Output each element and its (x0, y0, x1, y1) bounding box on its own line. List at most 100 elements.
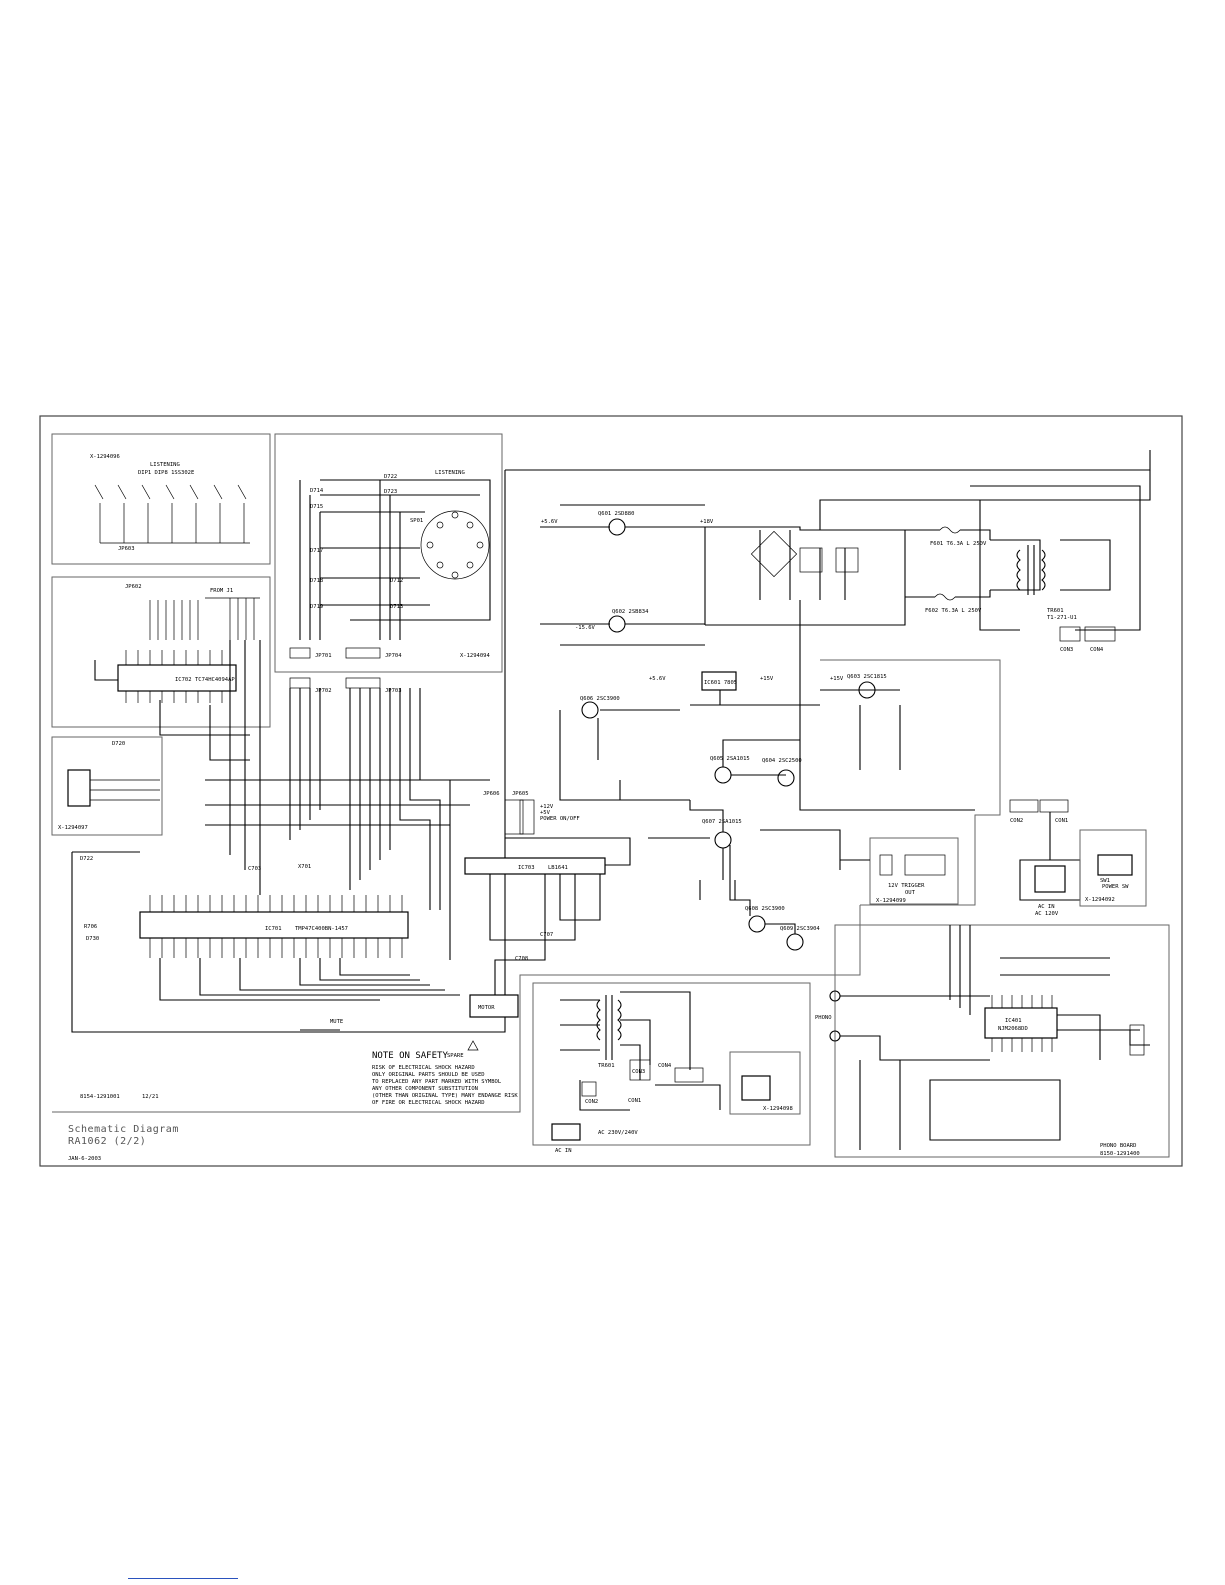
safety-symbol: SPARE (447, 1053, 464, 1059)
svg-text:D723: D723 (384, 489, 397, 495)
safety-note: NOTE ON SAFETY SPARE RISK OF ELECTRICAL … (372, 1040, 518, 1106)
q608-label: Q608 2SC3900 (745, 906, 785, 912)
drawing-frame (39, 415, 1183, 1167)
ic703-part: LB1641 (548, 865, 568, 871)
svg-text:D717: D717 (310, 548, 323, 554)
safety-line-3: TO REPLACED ANY PART MARKED WITH SYMBOL (372, 1079, 502, 1085)
board-id-trigger: X-1294099 (876, 898, 906, 904)
jp connectors mid: POWER ON/OFF +12V +5V JP606 JP605 (483, 791, 580, 835)
power-sw-label1: SW1 (1100, 878, 1110, 884)
con2-label: CON2 (1010, 818, 1023, 824)
svg-text:JP606: JP606 (483, 791, 500, 797)
svg-text:JP703: JP703 (385, 688, 402, 694)
q607-label: Q607 2SA1015 (702, 819, 742, 825)
svg-text:+5V: +5V (540, 810, 551, 816)
svg-text:D715: D715 (310, 504, 323, 510)
phono-id: 8150-1291400 (1100, 1151, 1140, 1157)
svg-text:D720: D720 (112, 741, 125, 747)
ic702-chip (117, 664, 237, 692)
fuse-1-label: F601 T6.3A L 250V (930, 541, 987, 547)
schematic-title: Schematic Diagram (68, 1124, 179, 1135)
safety-line-2: ONLY ORIGINAL PARTS SHOULD BE USED (372, 1072, 485, 1078)
power-switch-board: SW1 POWER SW X-1294092 (1079, 829, 1147, 907)
power-on-off-label: POWER ON/OFF (540, 816, 580, 822)
drawing-rev: 12/21 (142, 1094, 159, 1100)
ic701-ref: IC701 (265, 926, 282, 932)
transformer-ref: TR601 (1047, 608, 1064, 614)
q606-label: Q606 2SC3900 (580, 696, 620, 702)
con1-label: CON1 (1055, 818, 1068, 824)
board-title-listening-top: LISTENING (150, 462, 180, 468)
trigger-label2: OUT (905, 890, 916, 896)
vs-con2: CON2 (585, 1099, 598, 1105)
safety-line-5: (OTHER THAN ORIGINAL TYPE) MANY ENDANGE … (372, 1093, 518, 1099)
svg-text:D718: D718 (310, 578, 323, 584)
svg-text:R706: R706 (84, 924, 97, 930)
con3-label: CON3 (1060, 647, 1073, 653)
svg-text:JP701: JP701 (315, 653, 332, 659)
mute-switch: MUTE (300, 1019, 343, 1031)
regulator-label: IC601 7805 (704, 680, 737, 686)
rail-label-6: +15V (830, 676, 844, 682)
title-block: 8154-1291001 12/21 Schematic Diagram RA1… (68, 1094, 179, 1162)
ic401-ref: IC401 (1005, 1018, 1022, 1024)
rail-label-3: +5.6V (649, 676, 666, 682)
transformer-part: T1-271-U1 (1047, 615, 1077, 621)
board-id-listening-top: X-1294096 (90, 454, 120, 460)
ic401-part: NJM2068DD (998, 1026, 1028, 1032)
svg-text:D730: D730 (86, 936, 99, 942)
ac-in-us-label: AC IN (1038, 904, 1055, 910)
svg-text:D719: D719 (310, 604, 323, 610)
safety-line-1: RISK OF ELECTRICAL SHOCK HAZARD (372, 1065, 475, 1071)
board-id-voltage-sel: X-1294098 (763, 1106, 793, 1112)
phono-board: IC401 NJM2068DD PHONO PHONO BOARD 8150-1… (815, 924, 1170, 1158)
ac-inlet-us: CON2 CON1 AC IN AC 120V (1009, 799, 1081, 917)
q602-label: Q602 2SB834 (612, 609, 649, 615)
mute-label: MUTE (330, 1019, 343, 1025)
board-id-listening-right: X-1294094 (460, 653, 490, 659)
board-title-listening-right: LISTENING (435, 470, 465, 476)
ic703-ref: IC703 (518, 865, 535, 871)
ic703-motor-driver: IC703 LB1641 MOTOR C707 C708 (464, 837, 631, 1018)
voltage-selector-board: CON3 CON4 CON2 CON1 X-1294098 AC IN AC 2… (532, 982, 811, 1154)
ic702-ref: IC702 (175, 677, 192, 683)
svg-text:D714: D714 (310, 488, 324, 494)
svg-text:JP702: JP702 (315, 688, 332, 694)
schematic-date: JAN-6-2003 (68, 1156, 101, 1162)
svg-text:C708: C708 (515, 956, 528, 962)
svg-text:PHONO: PHONO (815, 1015, 832, 1021)
svg-text:SP01: SP01 (410, 518, 423, 524)
svg-text:FROM J1: FROM J1 (210, 588, 233, 594)
rail-label-1: +5.6V (541, 519, 558, 525)
safety-heading: NOTE ON SAFETY (372, 1051, 448, 1061)
board-id-power-sw: X-1294092 (1085, 897, 1115, 903)
q605-label: Q605 2SA1015 (710, 756, 750, 762)
phono-title: PHONO BOARD (1100, 1143, 1136, 1149)
safety-line-4: ANY OTHER COMPONENT SUBSTITUTION (372, 1086, 478, 1092)
rail-label-4: +15V (760, 676, 774, 682)
q601-label: Q601 2SD880 (598, 511, 634, 517)
svg-text:D722: D722 (80, 856, 93, 862)
ir-receiver-board: X-1294097 D720 (51, 736, 163, 836)
page-link-underline (128, 1578, 238, 1579)
section-dividers (52, 659, 1001, 1113)
svg-text:D713: D713 (390, 604, 403, 610)
vs-con1: CON1 (628, 1098, 641, 1104)
board-id-ir: X-1294097 (58, 825, 88, 831)
q609-label: Q609 2SC3904 (780, 926, 820, 932)
motor-label: MOTOR (478, 1005, 495, 1011)
ac-in-eu-v: AC 230V/240V (598, 1130, 638, 1136)
safety-line-6: OF FIRE OR ELECTRICAL SHOCK HAZARD (372, 1100, 485, 1106)
svg-text:JP605: JP605 (512, 791, 529, 797)
q603-label: Q603 2SC1815 (847, 674, 887, 680)
main-logic-area: IC702 TC74HC4094AP JP602 FROM J1 (51, 576, 271, 728)
trigger-label1: 12V TRIGGER (888, 883, 925, 889)
ic702-part: TC74HC4094AP (195, 677, 235, 683)
control-transistor-network (559, 709, 870, 934)
svg-text:C707: C707 (540, 932, 553, 938)
svg-text:JP603: JP603 (118, 546, 135, 552)
fuse-2-label: F602 T6.3A L 250V (925, 608, 982, 614)
power-sw-label2: POWER SW (1102, 884, 1129, 890)
